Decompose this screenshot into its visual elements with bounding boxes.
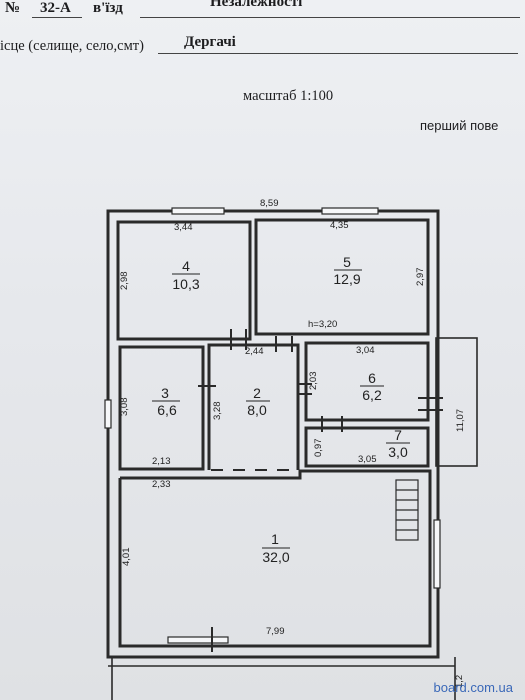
dim-room5-width: 4,35 — [330, 220, 349, 231]
dim-side-depth: 11,07 — [455, 409, 466, 432]
room-2-area: 8,0 — [247, 402, 267, 418]
house-number: 32-А — [40, 0, 71, 16]
window-room3 — [104, 399, 112, 429]
door-marks — [198, 329, 443, 652]
window-room4 — [171, 207, 225, 215]
room-2-number: 2 — [253, 385, 261, 401]
locality-label: ісце (селище, село,смт) — [0, 38, 144, 54]
room-1 — [118, 469, 432, 648]
room-5-number: 5 — [343, 254, 351, 270]
dim-room3-height: 3,08 — [119, 398, 130, 417]
floor-label: перший пове — [420, 118, 499, 133]
locality-underline — [158, 53, 518, 54]
dim-room1-top-width: 2,33 — [152, 479, 171, 490]
outer-wall — [106, 209, 440, 659]
window-room1-right — [433, 519, 441, 589]
room-5-area: 12,9 — [333, 271, 360, 287]
dim-room7-height: 0,97 — [313, 439, 324, 458]
room-3-number: 3 — [161, 385, 169, 401]
dim-room7-width: 3,05 — [358, 454, 377, 465]
window-room5 — [321, 207, 379, 215]
dim-room1-height: 4,01 — [121, 548, 132, 567]
dim-room4-width: 3,44 — [174, 222, 193, 233]
room-7 — [304, 426, 430, 468]
room-1-number: 1 — [271, 531, 279, 547]
room-4 — [116, 220, 252, 341]
windows — [104, 207, 441, 644]
locality-name: Дергачі — [184, 34, 236, 50]
room-7-number: 7 — [394, 427, 402, 443]
room-3 — [118, 345, 205, 471]
dim-room2-height: 3,28 — [212, 402, 223, 421]
entrance-label: в'їзд — [93, 0, 123, 16]
dim-room4-height: 2,98 — [119, 272, 130, 291]
house-number-underline — [32, 17, 82, 18]
room-6 — [304, 341, 430, 422]
room-6-number: 6 — [368, 370, 376, 386]
room-4-area: 10,3 — [172, 276, 199, 292]
stairs — [395, 479, 419, 541]
room-5 — [254, 218, 430, 336]
room-6-area: 6,2 — [362, 387, 382, 403]
dim-corridor-width: 2,44 — [245, 346, 264, 357]
street-name: Незалежності — [210, 0, 303, 10]
scale-label: масштаб 1:100 — [243, 88, 334, 104]
room-2 — [207, 343, 300, 470]
dim-overall-width: 8,59 — [260, 198, 279, 209]
room-1-area: 32,0 — [262, 549, 289, 565]
room-3-area: 6,6 — [157, 402, 177, 418]
watermark: board.com.ua — [433, 680, 514, 695]
window-room1-bottom — [167, 636, 229, 644]
dim-room1-bottom-width: 7,99 — [266, 626, 285, 637]
street-underline — [140, 17, 520, 18]
dim-room6-width: 3,04 — [356, 345, 375, 356]
room-4-number: 4 — [182, 258, 190, 274]
dim-room3-width: 2,13 — [152, 456, 171, 467]
dim-room5-height: 2,97 — [415, 268, 426, 287]
side-annex — [435, 337, 478, 467]
room-7-area: 3,0 — [388, 444, 408, 460]
dim-ceiling-height: h=3,20 — [308, 319, 337, 330]
dim-room6-height: 2,03 — [308, 372, 319, 391]
dim-porch: 1,2 — [454, 675, 465, 688]
number-symbol: № — [5, 0, 21, 16]
